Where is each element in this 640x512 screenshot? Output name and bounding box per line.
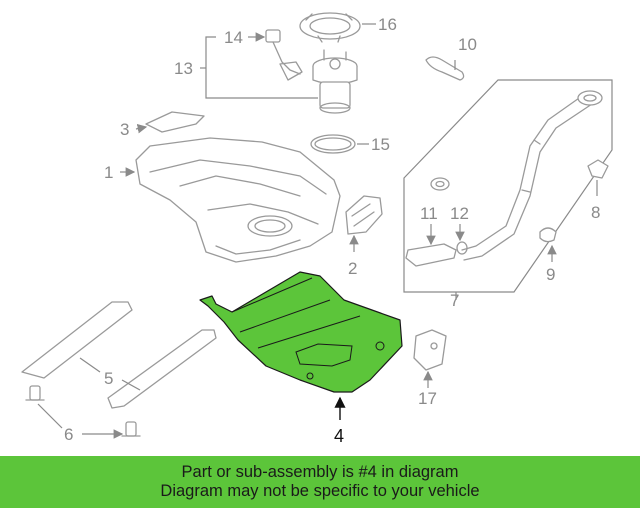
callout-11: 11 <box>420 204 438 223</box>
callout-10: 10 <box>458 35 477 54</box>
banner-line-2: Diagram may not be specific to your vehi… <box>160 482 480 500</box>
callout-16: 16 <box>378 15 397 34</box>
part-5-straps <box>21 301 217 409</box>
callout-6: 6 <box>64 425 73 444</box>
callout-8: 8 <box>591 203 600 222</box>
callout-5: 5 <box>104 369 113 388</box>
part-13-fuel-pump <box>312 49 358 114</box>
callout-14: 14 <box>224 28 243 47</box>
part-14-sender <box>265 29 303 81</box>
part-10-clamp <box>425 56 465 81</box>
callout-15: 15 <box>371 135 390 154</box>
callout-3: 3 <box>120 120 129 139</box>
part-3-shield <box>145 111 205 133</box>
part-4-protector-highlighted[interactable] <box>199 271 403 393</box>
part-11-hose <box>405 243 457 267</box>
callout-12: 12 <box>450 204 469 223</box>
callout-9: 9 <box>546 265 555 284</box>
callout-7: 7 <box>450 291 459 310</box>
part-12-grommet <box>430 177 450 191</box>
callout-1: 1 <box>104 163 113 182</box>
part-17-bracket <box>413 329 447 371</box>
callout-13: 13 <box>174 59 193 78</box>
callout-4: 4 <box>334 426 344 446</box>
part-8-clip <box>587 159 609 179</box>
part-2-protector <box>345 195 383 235</box>
part-16-lock-ring <box>299 12 361 43</box>
part-7-filler-pipe <box>461 90 603 261</box>
callout-17: 17 <box>418 389 437 408</box>
part-6-bolts <box>25 385 141 437</box>
banner-line-1: Part or sub-assembly is #4 in diagram <box>181 463 459 481</box>
part-15-gasket <box>310 134 356 154</box>
info-banner: Part or sub-assembly is #4 in diagram Di… <box>0 456 640 508</box>
callout-2: 2 <box>348 259 357 278</box>
parts-diagram: 16 14 13 15 10 3 <box>21 12 613 446</box>
group-7-frame <box>403 79 613 293</box>
part-9-clamp <box>539 227 557 243</box>
part-1-fuel-tank <box>135 137 341 263</box>
